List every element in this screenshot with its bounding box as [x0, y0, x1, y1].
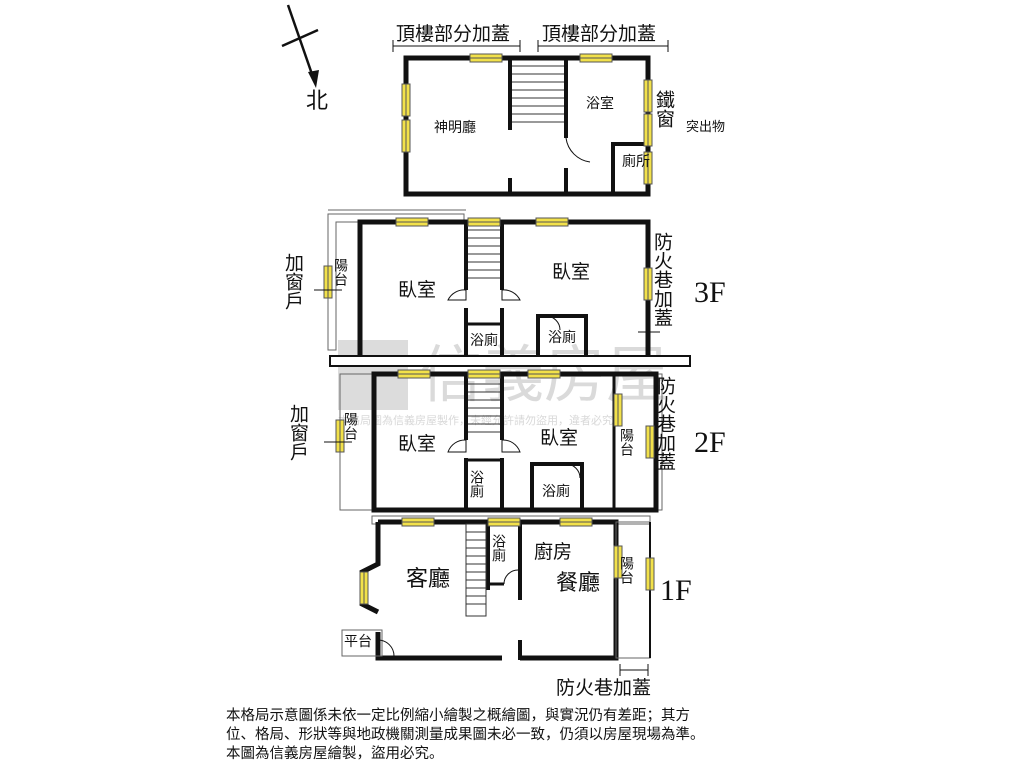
roof-toilet-label: 廁所	[622, 153, 650, 170]
floor-2f: 加窗戶 陽台 臥室 臥室 浴廁 浴廁 陽台 防火巷加蓋 2F	[287, 369, 726, 513]
disclaimer-line-2: 位、格局、形狀等與地政機關測量成果圖未必一致，仍須以房屋現場為準。	[226, 727, 705, 743]
3f-floor-label: 3F	[694, 276, 726, 309]
roof-staircase	[512, 65, 564, 123]
1f-balcony-label: 陽台	[618, 556, 634, 584]
3f-bath-right-label: 浴廁	[548, 329, 576, 346]
3f-balcony-label: 陽台	[332, 258, 348, 286]
2f-window-label: 加窗戶	[287, 404, 309, 461]
3f-staircase	[468, 229, 500, 279]
2f-bath-right-label: 浴廁	[542, 483, 570, 500]
2f-floor-label: 2F	[694, 426, 726, 459]
compass: 北	[281, 4, 328, 114]
protrusion-label: 突出物	[686, 119, 725, 135]
3f-window-label: 加窗戶	[282, 253, 304, 310]
2f-bedroom-left-label: 臥室	[398, 433, 436, 455]
2f-balcony-right-label: 陽台	[618, 428, 634, 456]
roof-label-right: 頂樓部分加蓋	[542, 23, 656, 45]
north-arrow-icon	[286, 4, 316, 81]
roof-floor: 頂樓部分加蓋 頂樓部分加蓋 神明廳 浴室 廁所 鐵窗 突出物	[392, 23, 725, 197]
1f-living-room-label: 客廳	[406, 567, 450, 592]
1f-kitchen-label: 廚房	[534, 540, 572, 563]
floor-3f: 加窗戶 陽台 臥室 臥室 浴廁 浴廁 防火巷加蓋 3F	[282, 209, 726, 361]
2f-fire-lane-label: 防火巷加蓋	[654, 376, 676, 471]
watermark-notice: 本格局圖為信義房屋製作，未經允許請勿盜用，違者必究	[338, 413, 613, 427]
2f-bath-left-label: 浴廁	[468, 470, 484, 498]
3f-fire-lane-label: 防火巷加蓋	[651, 232, 673, 327]
1f-fire-lane-label: 防火巷加蓋	[556, 677, 651, 699]
3f-balcony-outline	[327, 213, 465, 351]
north-label: 北	[306, 89, 328, 114]
1f-platform	[341, 629, 383, 657]
1f-platform-label: 平台	[344, 634, 372, 650]
2f-outline	[371, 371, 659, 513]
north-arrowhead-icon	[308, 70, 319, 88]
compass-cross-line	[281, 28, 319, 48]
2f-balcony-left-label: 陽台	[342, 412, 358, 440]
slab-3f-2f	[329, 355, 691, 367]
disclaimer-line-3: 本圖為信義房屋繪製，盜用必究。	[226, 746, 444, 762]
2f-staircase	[468, 383, 500, 433]
1f-staircase	[465, 523, 487, 617]
disclaimer: 本格局示意圖係未依一定比例縮小繪製之概繪圖，與實況仍有差距；其方 位、格局、形狀…	[226, 707, 1016, 764]
3f-bedroom-right-label: 臥室	[552, 261, 590, 283]
1f-dining-room-label: 餐廳	[556, 571, 600, 596]
roof-bathroom-label: 浴室	[586, 95, 614, 112]
2f-bedroom-right-label: 臥室	[540, 427, 578, 449]
floor-1f: 客廳 浴廁 廚房 餐廳 陽台 平台 防火巷加蓋 1F	[341, 515, 692, 699]
iron-window-label: 鐵窗	[653, 90, 675, 128]
roof-label-left: 頂樓部分加蓋	[396, 23, 510, 45]
1f-floor-label: 1F	[660, 574, 692, 607]
shrine-room-label: 神明廳	[434, 119, 476, 136]
2f-bath-right-box	[530, 462, 584, 512]
3f-bedroom-left-label: 臥室	[398, 279, 436, 301]
disclaimer-line-1: 本格局示意圖係未依一定比例縮小繪製之概繪圖，與實況仍有差距；其方	[226, 708, 690, 724]
1f-bath-label: 浴廁	[490, 534, 506, 562]
3f-bath-left-label: 浴廁	[470, 332, 498, 349]
